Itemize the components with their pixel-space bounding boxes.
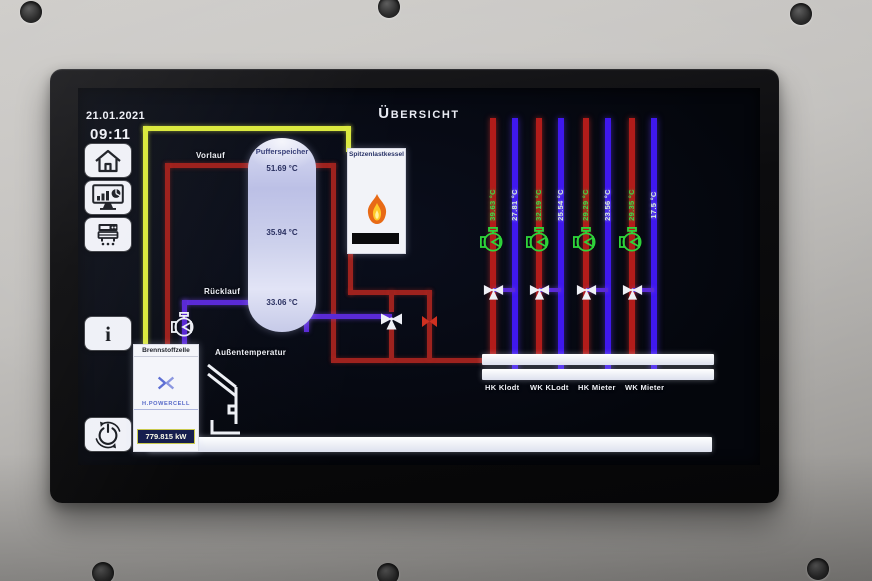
- pipe-tank-bottom-stub: [304, 314, 309, 332]
- return-manifold: [482, 369, 714, 380]
- circuit3-return-pipe: [605, 118, 611, 374]
- pipe-supply-vertical-left: [165, 163, 170, 345]
- buffer-temp-middle: 35.94 °C: [266, 228, 298, 237]
- peak-load-boiler: Spitzenlastkessel: [347, 148, 406, 254]
- circuit4-valve-icon: [622, 284, 643, 300]
- mounting-screw: [377, 563, 399, 581]
- pipe-bypass-vertical: [427, 290, 432, 360]
- mixing-valve-icon: [381, 313, 402, 330]
- page-title: Übersicht: [78, 105, 760, 122]
- pipe-generator-vertical-left: [143, 126, 148, 345]
- fuel-cell-brand: H.POWERCELL: [134, 401, 198, 410]
- pipe-generator-horizontal: [143, 126, 351, 131]
- powercell-logo-icon: [157, 376, 175, 390]
- buffer-tank: Pufferspeicher 51.69 °C 35.94 °C 33.06 °…: [248, 138, 316, 332]
- fuel-cell-label: Brennstoffzelle: [134, 347, 198, 357]
- circuit4-pump-icon: [619, 227, 642, 252]
- return-pipe-label: Rücklauf: [204, 287, 241, 296]
- circuit4-supply-pipe: [629, 118, 635, 358]
- heat-meter-button[interactable]: [85, 218, 131, 251]
- pipe-return-horizontal-left: [182, 300, 252, 305]
- circuit3-valve-link: [586, 288, 608, 292]
- circuit1-pump-icon: [480, 227, 503, 252]
- pipe-supply-vertical-mid: [331, 163, 336, 360]
- outdoor-temp-label: Außentemperatur: [215, 348, 287, 357]
- pipe-boiler-drop: [348, 252, 353, 295]
- hmi-panel-bezel: 21.01.2021 09:11 Übersicht: [50, 69, 779, 503]
- home-button[interactable]: [85, 144, 131, 177]
- circuit2-name: WK KLodt: [530, 383, 569, 392]
- mounting-screw: [378, 0, 400, 18]
- pipe-mixvalve-bottom: [389, 328, 394, 360]
- outdoor-sensor-icon: [207, 363, 240, 435]
- boiler-label: Spitzenlastkessel: [349, 151, 404, 158]
- pipe-return-to-fuelcell: [182, 300, 187, 345]
- heat-meter-icon: [97, 223, 119, 245]
- circuit3-supply-pipe: [583, 118, 589, 358]
- circuit2-return-temp: 25.54 °C: [556, 189, 565, 221]
- flame-icon: [367, 194, 387, 224]
- info-button[interactable]: i: [85, 317, 131, 350]
- circuit4-return-pipe: [651, 118, 657, 374]
- buffer-tank-label: Pufferspeicher: [255, 147, 309, 156]
- circuit1-valve-link: [493, 288, 515, 292]
- circuit4-name: WK Mieter: [625, 383, 665, 392]
- shutoff-valve-icon: [422, 316, 437, 327]
- circuit2-valve-link: [539, 288, 561, 292]
- fuel-cell-power-value: 779.815 kW: [137, 429, 195, 444]
- circuit3-name: HK Mieter: [578, 383, 616, 392]
- mounting-screw: [20, 1, 42, 23]
- pipe-return-horizontal-right: [304, 314, 392, 319]
- power-restart-icon: [95, 421, 121, 448]
- pipe-generator-to-boiler: [346, 126, 351, 152]
- home-icon: [95, 149, 121, 172]
- circuit3-pump-icon: [573, 227, 596, 252]
- circuit4-valve-link: [632, 288, 654, 292]
- time-label: 09:11: [90, 126, 131, 143]
- circuit1-return-temp: 27.81 °C: [510, 189, 519, 221]
- info-icon: i: [105, 323, 111, 344]
- chart-monitor-icon: [92, 184, 124, 210]
- circuit3-return-temp: 23.56 °C: [603, 189, 612, 221]
- circuit1-name: HK Klodt: [485, 383, 520, 392]
- circuit3-valve-icon: [576, 284, 597, 300]
- pipe-supply-bottom: [331, 358, 486, 363]
- circuit4-return-temp: 17.5 °C: [649, 191, 658, 219]
- mounting-screw: [790, 3, 812, 25]
- circuit1-valve-icon: [483, 284, 504, 300]
- bottom-rail: [148, 437, 712, 452]
- buffer-temp-top: 51.69 °C: [266, 164, 298, 173]
- mounting-screw: [92, 562, 114, 581]
- power-restart-button[interactable]: [85, 418, 131, 451]
- return-pump-icon: [171, 312, 194, 337]
- fuel-cell-unit: Brennstoffzelle H.POWERCELL 779.815 kW: [133, 344, 199, 452]
- circuit2-pump-icon: [526, 227, 549, 252]
- supply-pipe-label: Vorlauf: [196, 151, 226, 160]
- buffer-temp-bottom: 33.06 °C: [266, 298, 298, 307]
- pipe-mixvalve-top: [389, 290, 394, 312]
- mounting-screw: [807, 558, 829, 580]
- circuit2-valve-icon: [529, 284, 550, 300]
- date-label: 21.01.2021: [86, 110, 145, 122]
- burner-bar: [352, 233, 399, 244]
- circuit1-return-pipe: [512, 118, 518, 374]
- supply-manifold: [482, 354, 714, 365]
- circuit2-return-pipe: [558, 118, 564, 374]
- circuit1-supply-pipe: [490, 118, 496, 358]
- circuit2-supply-pipe: [536, 118, 542, 358]
- statistics-button[interactable]: [85, 181, 131, 214]
